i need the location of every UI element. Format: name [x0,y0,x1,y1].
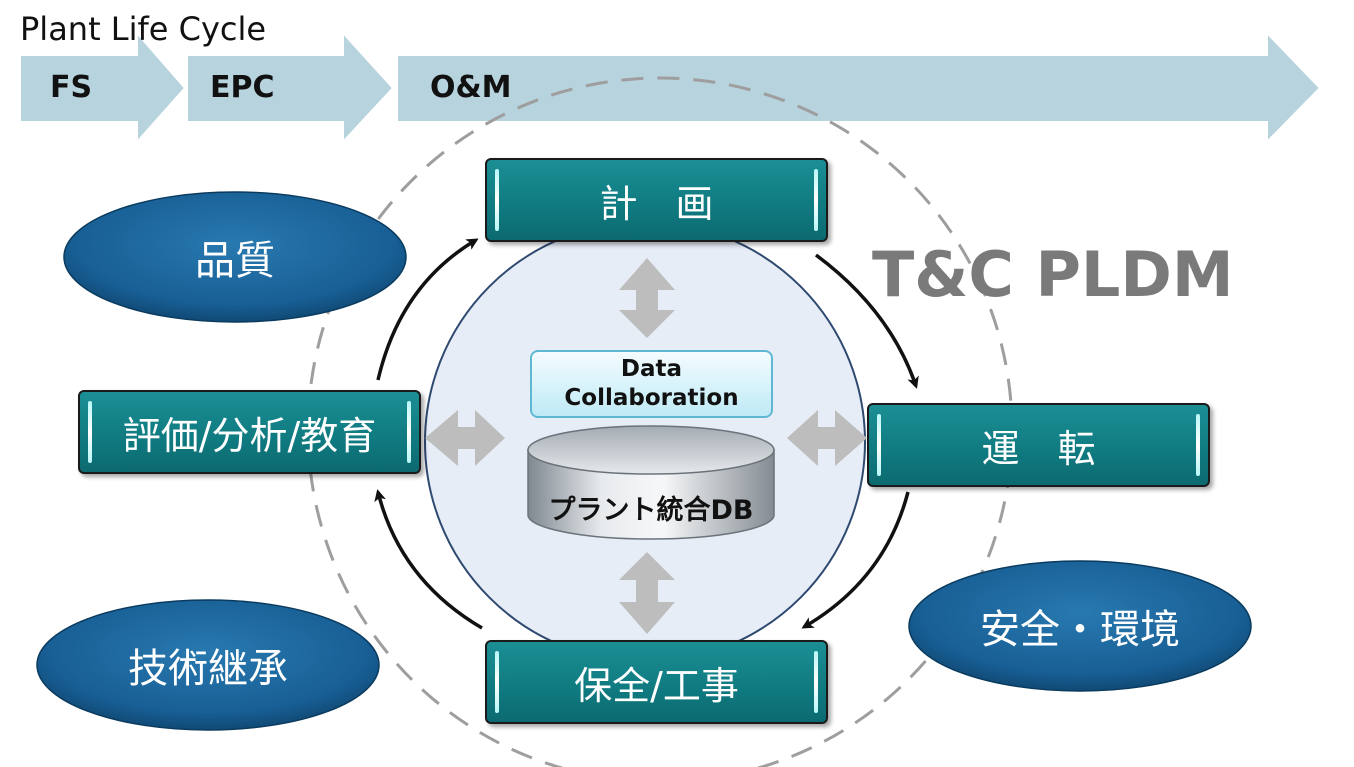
pldm-brand-label: T&C PLDM [872,238,1234,311]
phase-arrow-om [396,30,1322,145]
safety-label: 安全・環境 [980,607,1180,653]
maintenance-label: 保全/工事 [574,663,739,708]
database-cylinder [527,425,775,540]
arrow-plan-to-operation [814,253,919,389]
arrow-evaluation-to-plan [376,238,479,381]
database-label: プラント統合DB [548,495,754,526]
double-arrow-bottom [619,552,675,634]
double-arrow-top [619,258,675,338]
skills-ellipse [36,599,380,731]
phase-arrow-epc [186,30,395,145]
plan-box: 計 画 [485,158,828,242]
maintenance-box: 保全/工事 [485,640,828,724]
evaluation-box: 評価/分析/教育 [78,390,421,474]
double-arrows [425,258,867,634]
cycle-arrows [374,238,919,630]
collaboration-line1: Data [620,356,683,382]
operation-box: 運 転 [867,403,1210,487]
arrow-operation-to-maintenance [801,491,910,629]
lifecycle-title: Plant Life Cycle [20,10,267,48]
phase-label-epc: EPC [210,70,275,105]
skills-label: 技術継承 [128,646,288,692]
lifecycle-arrows [19,30,1322,145]
phase-label-om: O&M [430,70,512,105]
quality-label: 品質 [195,238,275,284]
arrow-maintenance-to-evaluation [374,489,483,630]
collaboration-line2: Collaboration [564,385,739,411]
phase-label-fs: FS [50,70,93,105]
plan-label: 計 画 [599,181,714,226]
phase-arrow-fs [19,30,187,145]
operation-label: 運 転 [981,426,1096,471]
data-collaboration-box: Data Collaboration [530,350,773,418]
evaluation-label: 評価/分析/教育 [122,413,377,458]
quality-ellipse [63,191,407,323]
double-arrow-left [425,410,505,466]
safety-ellipse [908,560,1252,692]
double-arrow-right [787,410,867,466]
